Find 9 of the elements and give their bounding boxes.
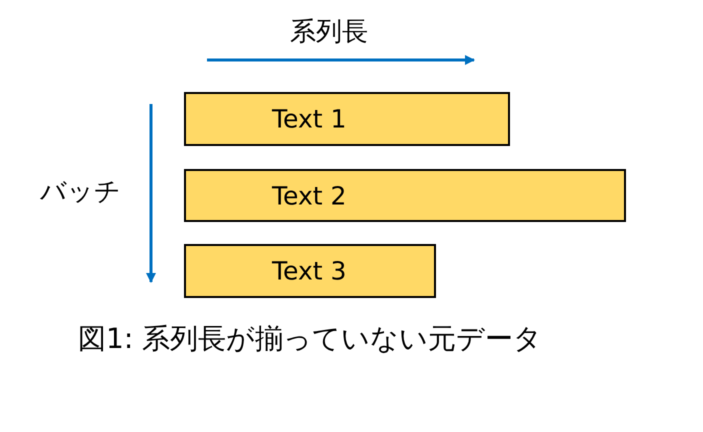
data-bar <box>184 169 626 222</box>
axis-label: 系列長 <box>290 16 368 49</box>
bar-label: Text 2 <box>272 181 346 210</box>
bar-label: Text 3 <box>272 256 346 286</box>
caption: 図1: 系列長が揃っていない元データ <box>78 321 542 357</box>
data-bar <box>184 92 510 146</box>
bar-label: Text 1 <box>272 104 346 134</box>
data-bar <box>184 244 436 298</box>
axis-label: バッチ <box>40 176 121 209</box>
